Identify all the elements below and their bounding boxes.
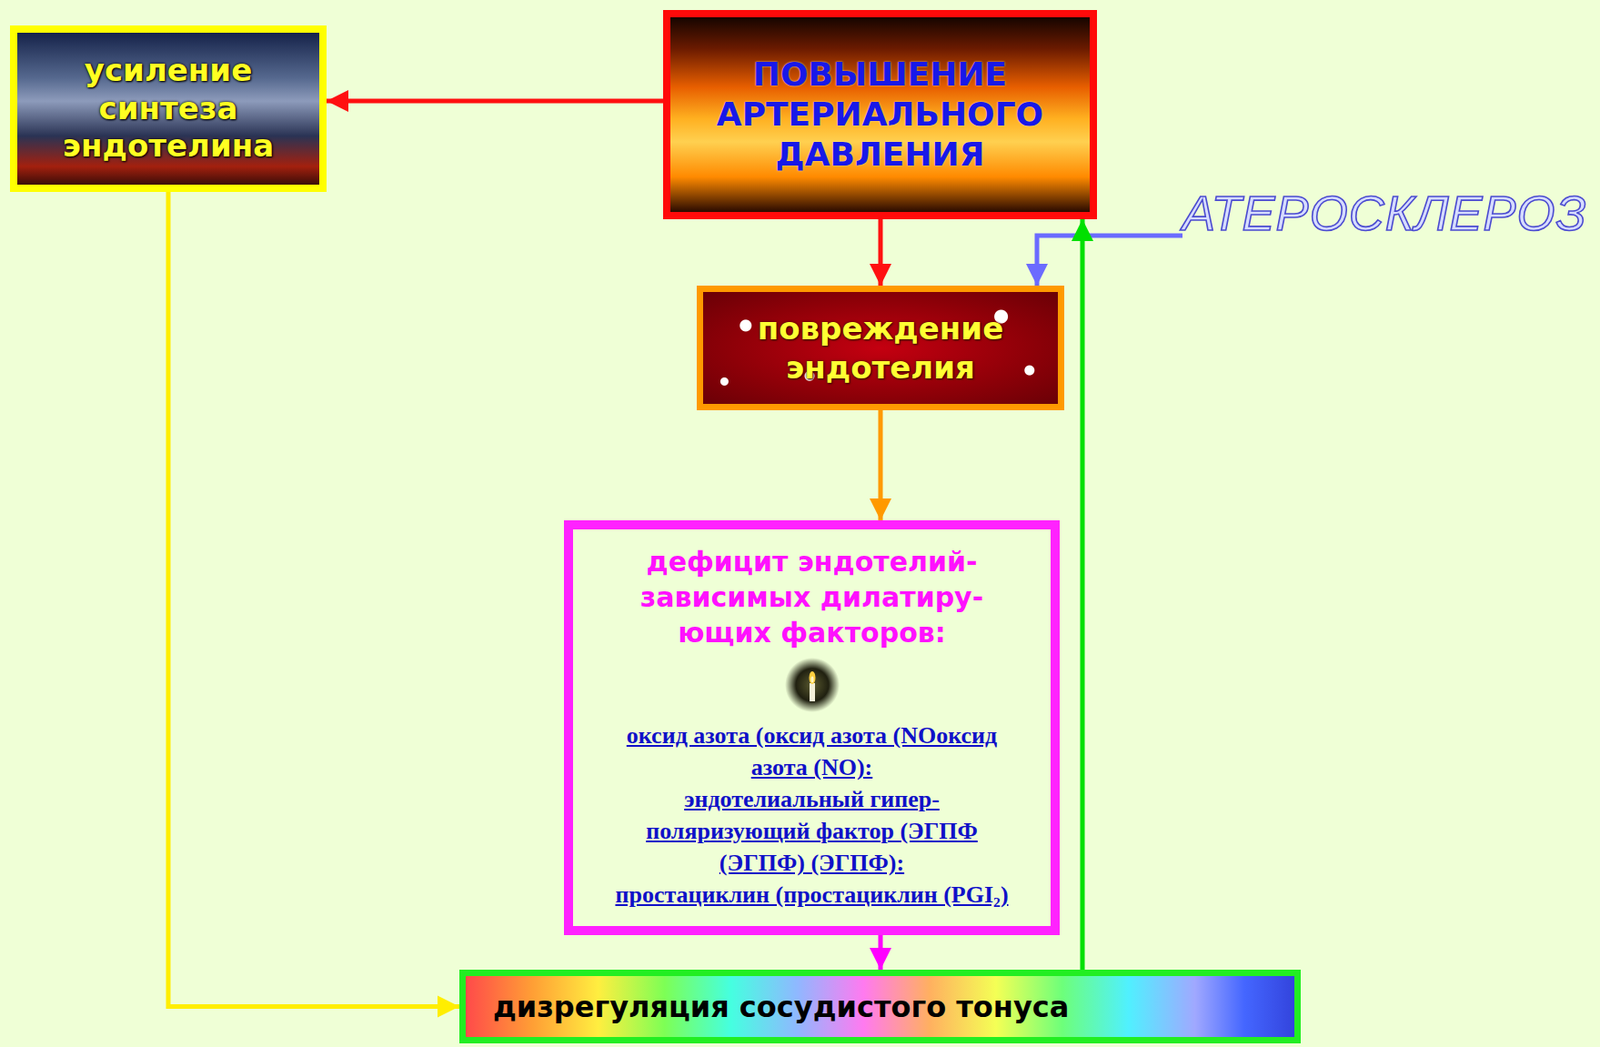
node-text: ПОВЫШЕНИЕ АРТЕРИАЛЬНОГО ДАВЛЕНИЯ [683,54,1077,175]
node-body-text: оксид азота (оксид азота (NOоксид азота … [612,719,1013,784]
node-text: дизрегуляция сосудистого тонуса [493,988,1069,1026]
arrow-connector [168,191,460,1007]
node-body-text: эндотелиальный гипер-поляризующий фактор… [612,783,1013,879]
arrow-connector [1080,219,1086,970]
arrow-head [1026,263,1048,286]
candle-icon [780,655,845,715]
process-box: повреждение эндотелия [696,285,1065,411]
node-text: повреждение эндотелия [715,309,1046,387]
factor-node: АТЕРОСКЛЕРОЗ [1182,184,1588,242]
effect-box: усиление синтеза эндотелина [10,25,327,192]
arrow-connector [326,99,664,104]
arrow-head [1071,219,1094,242]
arrow-head [869,263,892,286]
arrow-head [437,996,460,1018]
arrow-head [326,90,349,112]
node-body-text: простациклин (простациклин (PGI₂) [614,878,1008,911]
arrow-head [869,498,892,521]
node-text: АТЕРОСКЛЕРОЗ [1182,184,1588,242]
node-text: усиление синтеза эндотелина [28,51,309,165]
deficit-box: дефицит эндотелий-зависимых дилатиру-ющи… [563,520,1060,936]
node-text: дефицит эндотелий-зависимых дилатиру-ющи… [630,543,995,651]
arrow-head [869,947,892,970]
arrow-connector [1036,235,1183,286]
main-cause-box: ПОВЫШЕНИЕ АРТЕРИАЛЬНОГО ДАВЛЕНИЯ [663,10,1097,220]
result-band: дизрегуляция сосудистого тонуса [459,969,1301,1044]
